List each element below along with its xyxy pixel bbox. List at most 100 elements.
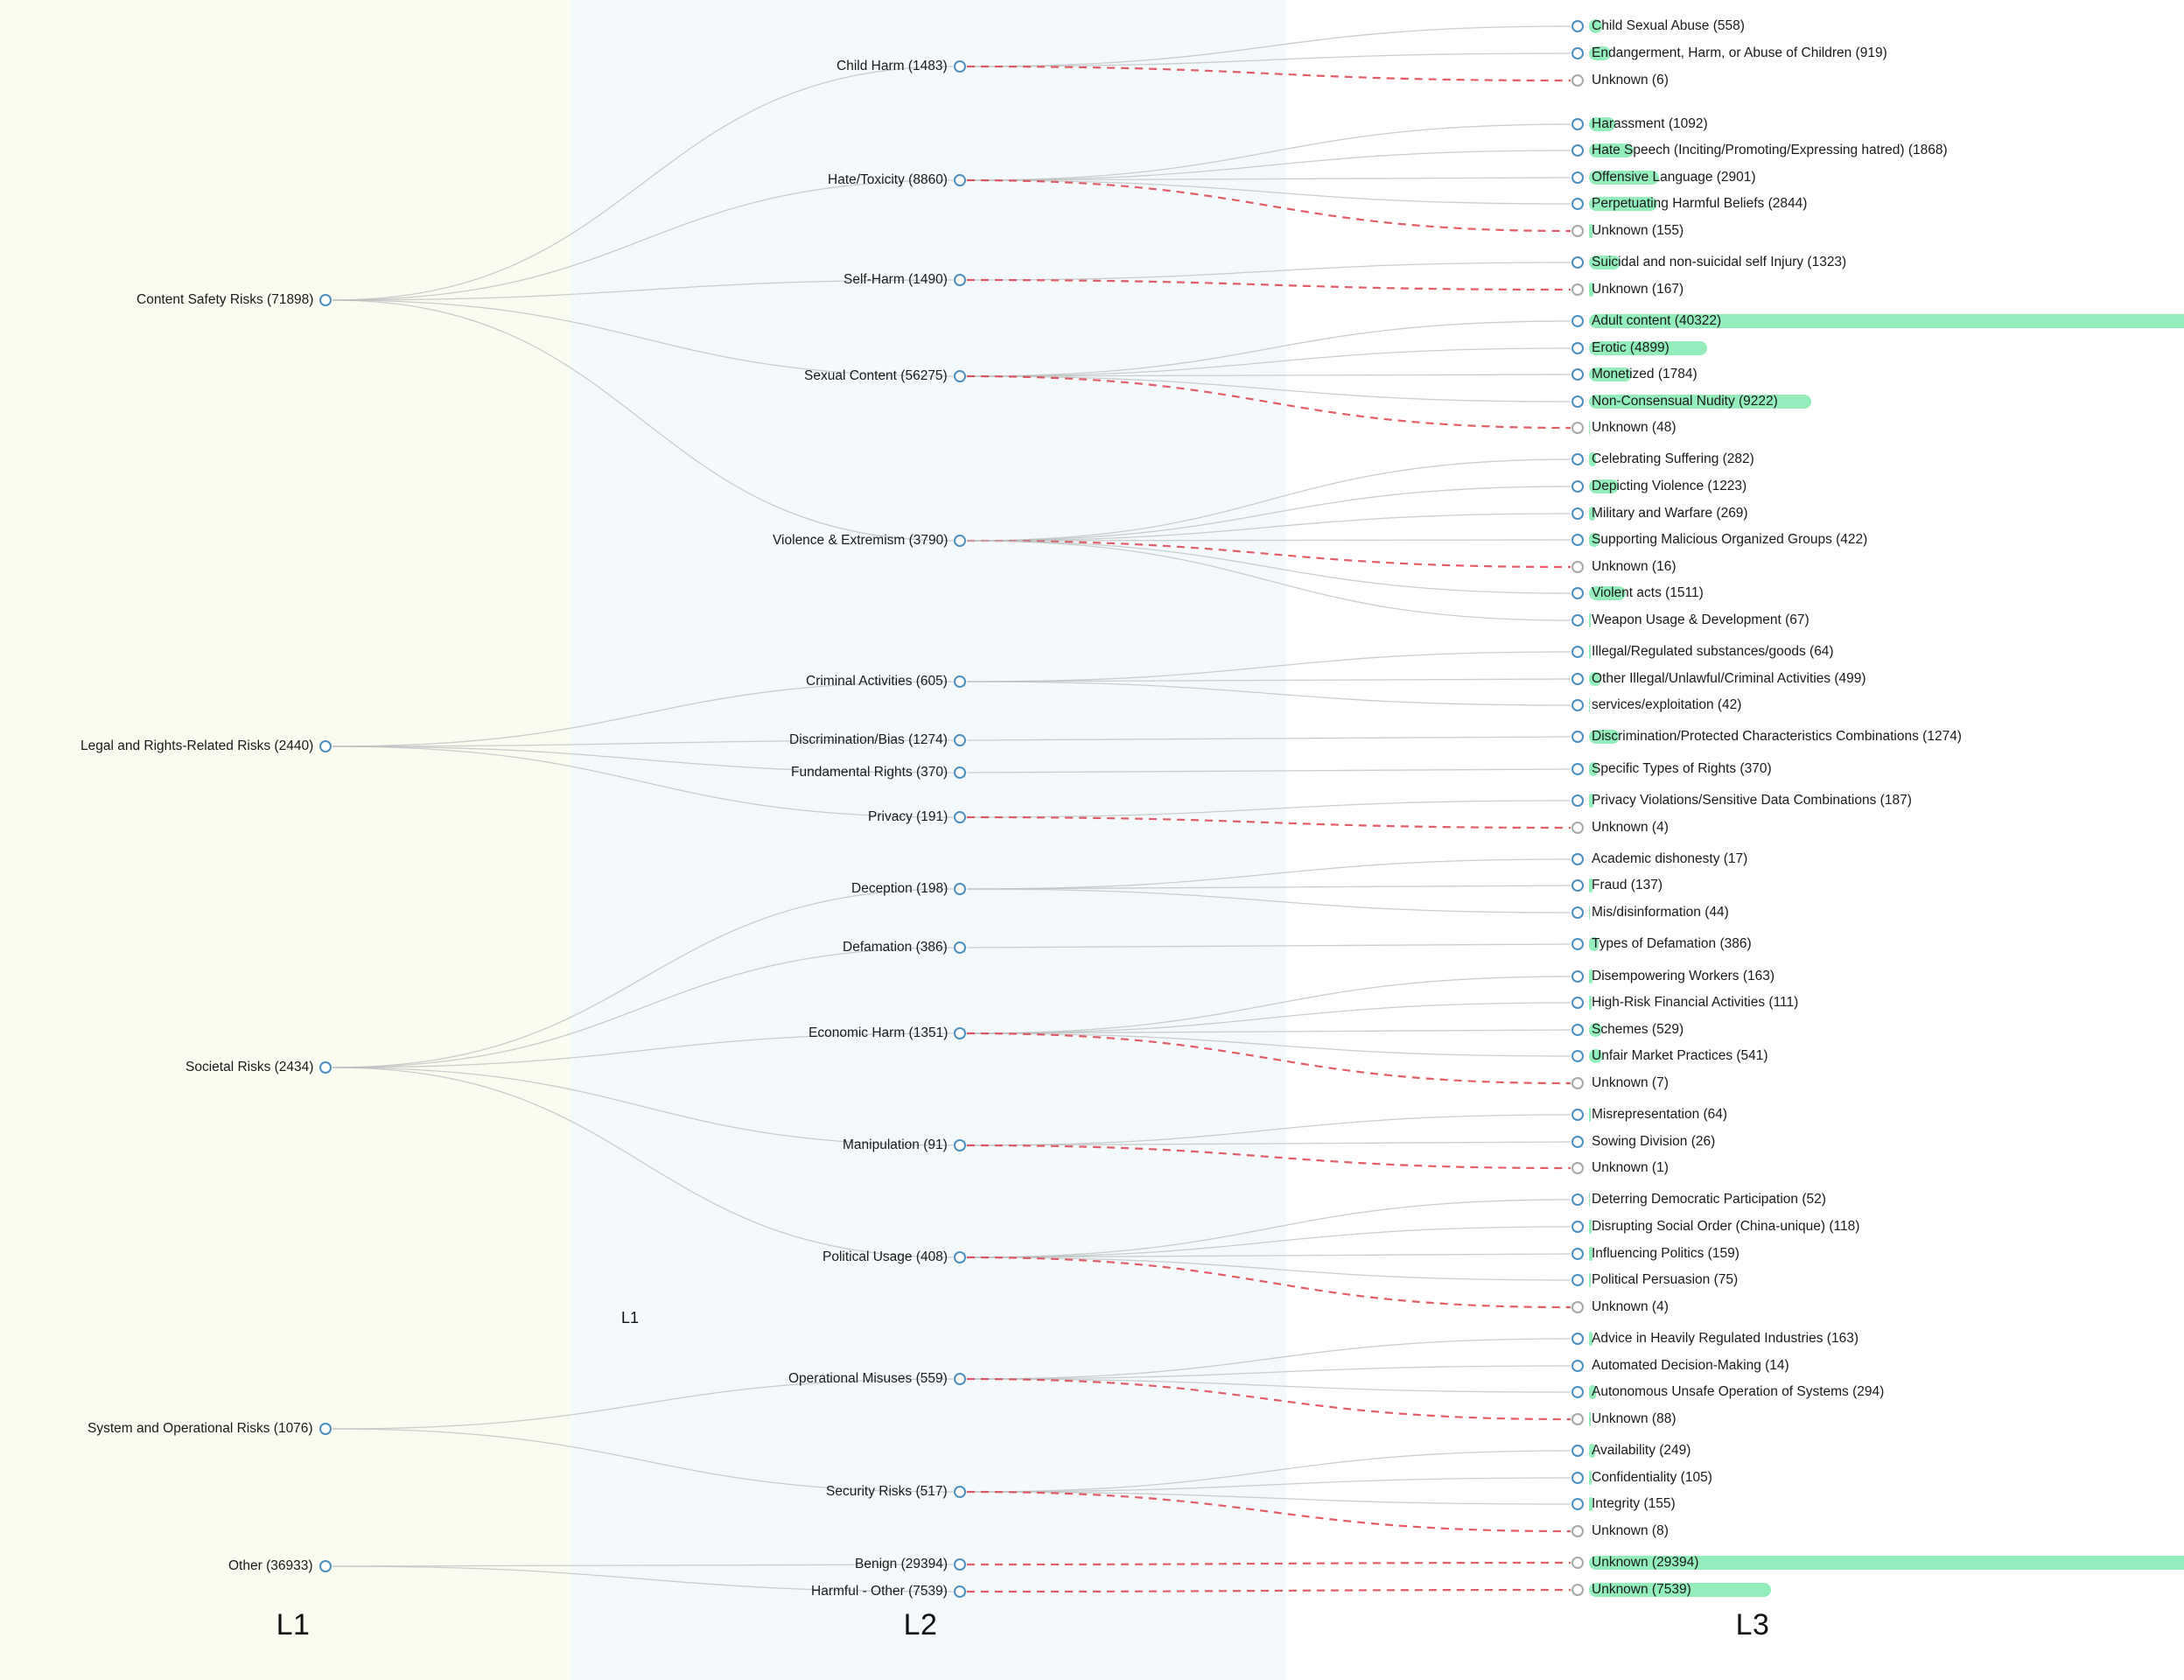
tree-node-l3[interactable]: Fraud (137) xyxy=(1572,874,1662,897)
tree-node-l3[interactable]: Celebrating Suffering (282) xyxy=(1572,448,1754,471)
node-circle-icon[interactable] xyxy=(1572,587,1584,599)
node-circle-unknown-icon[interactable] xyxy=(1572,1077,1584,1089)
tree-node-l2[interactable]: Political Usage (408) xyxy=(822,1246,967,1269)
tree-node-l3[interactable]: Automated Decision-Making (14) xyxy=(1572,1354,1789,1377)
node-circle-icon[interactable] xyxy=(954,883,967,895)
tree-node-l3[interactable]: Unknown (4) xyxy=(1572,816,1669,839)
node-circle-icon[interactable] xyxy=(953,370,966,382)
tree-node-l3[interactable]: Unknown (4) xyxy=(1572,1296,1669,1319)
tree-node-l3[interactable]: Erotic (4899) xyxy=(1572,337,1670,360)
tree-node-l2[interactable]: Operational Misuses (559) xyxy=(788,1368,966,1390)
tree-node-l3[interactable]: Misrepresentation (64) xyxy=(1572,1103,1727,1126)
node-circle-icon[interactable] xyxy=(1572,198,1584,210)
tree-node-l2[interactable]: Defamation (386) xyxy=(843,936,966,959)
node-circle-unknown-icon[interactable] xyxy=(1572,422,1584,434)
node-circle-unknown-icon[interactable] xyxy=(1572,74,1584,87)
node-circle-icon[interactable] xyxy=(1572,453,1584,466)
tree-node-l3[interactable]: Child Sexual Abuse (558) xyxy=(1572,15,1745,38)
node-circle-icon[interactable] xyxy=(1572,646,1584,658)
node-circle-unknown-icon[interactable] xyxy=(1572,1413,1584,1425)
tree-node-l3[interactable]: Types of Defamation (386) xyxy=(1572,933,1752,956)
node-circle-icon[interactable] xyxy=(1572,508,1584,520)
tree-node-l3[interactable]: Perpetuating Harmful Beliefs (2844) xyxy=(1572,192,1807,215)
tree-node-l3[interactable]: High-Risk Financial Activities (111) xyxy=(1572,991,1798,1014)
tree-node-l3[interactable]: Disempowering Workers (163) xyxy=(1572,965,1774,988)
tree-node-l3[interactable]: Monetized (1784) xyxy=(1572,363,1698,386)
tree-node-l3[interactable]: Availability (249) xyxy=(1572,1439,1690,1462)
node-circle-icon[interactable] xyxy=(1572,1194,1584,1206)
tree-node-l3[interactable]: Military and Warfare (269) xyxy=(1572,502,1748,525)
node-circle-icon[interactable] xyxy=(1572,1386,1584,1398)
tree-node-l3[interactable]: Unknown (7539) xyxy=(1572,1578,1691,1601)
node-circle-icon[interactable] xyxy=(318,1560,332,1572)
node-circle-icon[interactable] xyxy=(1572,1024,1584,1036)
node-circle-icon[interactable] xyxy=(954,535,967,547)
tree-node-l3[interactable]: Endangerment, Harm, or Abuse of Children… xyxy=(1572,42,1887,65)
tree-node-l2[interactable]: Harmful - Other (7539) xyxy=(811,1580,966,1603)
tree-node-l3[interactable]: Deterring Democratic Participation (52) xyxy=(1572,1188,1826,1211)
node-circle-icon[interactable] xyxy=(953,1586,966,1598)
tree-node-l2[interactable]: Privacy (191) xyxy=(868,806,967,829)
tree-node-l3[interactable]: Unknown (167) xyxy=(1572,278,1684,301)
node-circle-icon[interactable] xyxy=(953,1486,966,1498)
node-circle-icon[interactable] xyxy=(1572,315,1584,327)
node-circle-icon[interactable] xyxy=(1572,997,1584,1009)
node-circle-icon[interactable] xyxy=(954,1558,966,1571)
node-circle-icon[interactable] xyxy=(1572,480,1584,493)
node-circle-icon[interactable] xyxy=(1572,970,1584,983)
tree-node-l3[interactable]: Academic dishonesty (17) xyxy=(1572,848,1747,871)
tree-node-l2[interactable]: Fundamental Rights (370) xyxy=(791,761,967,784)
tree-node-l1[interactable]: Other (36933) xyxy=(228,1555,332,1578)
tree-node-l2[interactable]: Benign (29394) xyxy=(855,1553,966,1576)
node-circle-icon[interactable] xyxy=(1572,853,1584,865)
tree-node-l3[interactable]: Unknown (29394) xyxy=(1572,1551,1698,1574)
node-circle-icon[interactable] xyxy=(953,174,966,186)
tree-node-l3[interactable]: Unknown (48) xyxy=(1572,416,1676,439)
tree-node-l3[interactable]: services/exploitation (42) xyxy=(1572,694,1741,717)
node-circle-icon[interactable] xyxy=(1572,1333,1584,1345)
node-circle-icon[interactable] xyxy=(318,1423,332,1435)
tree-node-l2[interactable]: Sexual Content (56275) xyxy=(804,365,966,388)
tree-node-l2[interactable]: Hate/Toxicity (8860) xyxy=(828,169,966,192)
node-circle-unknown-icon[interactable] xyxy=(1572,1301,1584,1313)
node-circle-icon[interactable] xyxy=(1572,699,1584,711)
tree-node-l3[interactable]: Offensive Language (2901) xyxy=(1572,166,1756,189)
tree-node-l3[interactable]: Schemes (529) xyxy=(1572,1018,1684,1041)
node-circle-icon[interactable] xyxy=(1572,118,1584,130)
tree-node-l3[interactable]: Discrimination/Protected Characteristics… xyxy=(1572,725,1962,748)
node-circle-unknown-icon[interactable] xyxy=(1572,1162,1584,1174)
tree-node-l3[interactable]: Weapon Usage & Development (67) xyxy=(1572,609,1810,632)
tree-node-l3[interactable]: Violent acts (1511) xyxy=(1572,582,1704,605)
tree-node-l3[interactable]: Depicting Violence (1223) xyxy=(1572,475,1746,498)
tree-node-l2[interactable]: Economic Harm (1351) xyxy=(808,1022,967,1045)
node-circle-unknown-icon[interactable] xyxy=(1572,1557,1584,1569)
node-circle-icon[interactable] xyxy=(319,740,332,752)
tree-node-l1[interactable]: Legal and Rights-Related Risks (2440) xyxy=(80,735,332,758)
tree-node-l2[interactable]: Deception (198) xyxy=(851,878,967,900)
node-circle-icon[interactable] xyxy=(1572,396,1584,408)
tree-node-l3[interactable]: Harassment (1092) xyxy=(1572,113,1708,136)
node-circle-icon[interactable] xyxy=(954,1027,967,1040)
node-circle-unknown-icon[interactable] xyxy=(1572,225,1584,237)
tree-node-l3[interactable]: Unknown (88) xyxy=(1572,1408,1676,1431)
tree-node-l3[interactable]: Non-Consensual Nudity (9222) xyxy=(1572,390,1778,413)
tree-node-l3[interactable]: Political Persuasion (75) xyxy=(1572,1269,1738,1292)
tree-node-l3[interactable]: Hate Speech (Inciting/Promoting/Expressi… xyxy=(1572,139,1948,162)
tree-node-l3[interactable]: Unknown (7) xyxy=(1572,1072,1669,1095)
tree-node-l3[interactable]: Advice in Heavily Regulated Industries (… xyxy=(1572,1327,1858,1350)
tree-node-l3[interactable]: Unknown (16) xyxy=(1572,556,1676,578)
node-circle-icon[interactable] xyxy=(1572,534,1584,546)
node-circle-icon[interactable] xyxy=(1572,144,1584,157)
node-circle-icon[interactable] xyxy=(1572,256,1584,269)
tree-node-l3[interactable]: Unknown (155) xyxy=(1572,220,1684,242)
node-circle-icon[interactable] xyxy=(1572,1274,1584,1286)
tree-node-l2[interactable]: Security Risks (517) xyxy=(826,1480,966,1503)
tree-node-l3[interactable]: Mis/disinformation (44) xyxy=(1572,901,1729,924)
tree-node-l3[interactable]: Unknown (1) xyxy=(1572,1157,1669,1180)
tree-node-l3[interactable]: Unfair Market Practices (541) xyxy=(1572,1045,1768,1068)
node-circle-icon[interactable] xyxy=(1572,794,1584,807)
node-circle-icon[interactable] xyxy=(1572,673,1584,685)
node-circle-icon[interactable] xyxy=(1572,1050,1584,1062)
tree-node-l3[interactable]: Disrupting Social Order (China-unique) (… xyxy=(1572,1215,1859,1238)
node-circle-icon[interactable] xyxy=(953,1373,966,1385)
